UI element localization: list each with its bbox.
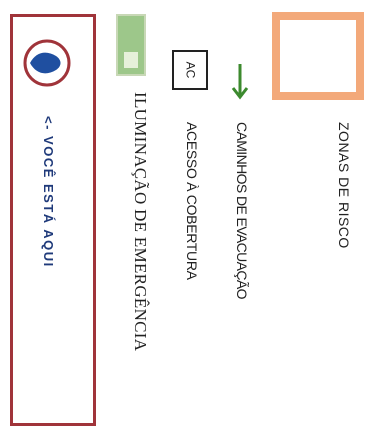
emergency-light-label: ILUMINAÇÃO DE EMERGÊNCIA <box>131 92 150 352</box>
risk-zone-label: ZONAS DE RISCO <box>336 122 352 249</box>
roof-access-badge: AC <box>172 50 208 90</box>
you-are-here-panel <box>10 14 96 426</box>
evacuation-label: CAMINHOS DE EVACUAÇÃO <box>234 122 250 299</box>
roof-access-badge-text: AC <box>182 61 197 79</box>
roof-access-label: ACESSO À COBERTURA <box>184 122 200 280</box>
emergency-light-icon <box>116 14 146 76</box>
location-pin-icon <box>23 39 71 87</box>
you-are-here-label: <- VOCÊ ESTÁ AQUI <box>41 116 56 268</box>
arrow-down-icon <box>231 64 249 100</box>
risk-zone-swatch <box>272 12 364 100</box>
